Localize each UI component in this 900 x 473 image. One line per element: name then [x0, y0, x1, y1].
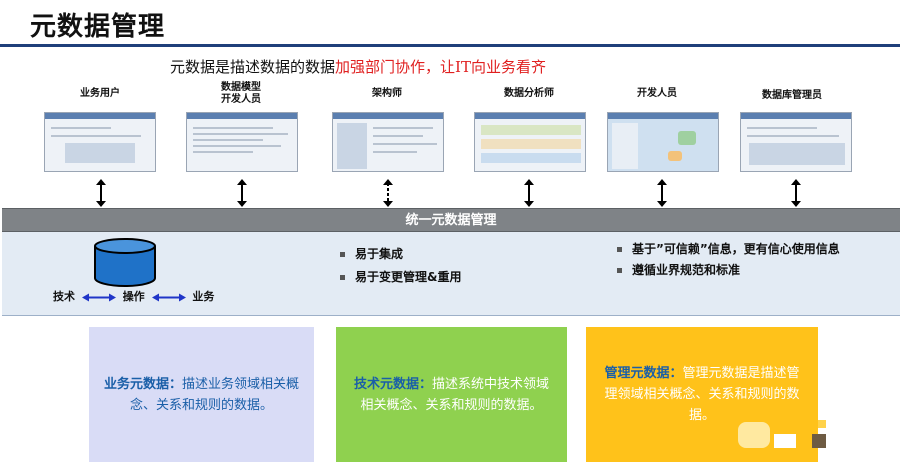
double-arrow-icon — [791, 179, 801, 207]
benefits-list-middle: 易于集成 易于变更管理&重用 — [338, 246, 568, 292]
watermark-block — [774, 434, 796, 448]
database-icon — [94, 238, 156, 287]
screenshot-data-analyst — [474, 112, 586, 172]
flow-business-label: 业务 — [192, 290, 215, 303]
card-keyword: 技术元数据： — [353, 376, 432, 392]
subtitle: 元数据是描述数据的数据加强部门协作，让IT向业务看齐 — [170, 56, 546, 77]
role-label-architect: 架构师 — [372, 88, 402, 99]
benefit-item: 易于集成 — [338, 246, 568, 263]
card-keyword: 业务元数据： — [103, 376, 182, 392]
benefit-item: 基于”可信赖”信息，更有信心使用信息 — [615, 241, 877, 258]
card-keyword: 管理元数据： — [604, 366, 683, 381]
screenshot-developer — [607, 112, 719, 172]
bidirectional-arrow-icon — [81, 293, 116, 301]
role-label-data-analyst: 数据分析师 — [504, 88, 554, 99]
double-arrow-icon — [657, 179, 667, 207]
benefit-item: 易于变更管理&重用 — [338, 269, 568, 286]
screenshot-business-user — [44, 112, 156, 172]
screenshot-dba — [740, 112, 852, 172]
benefit-item: 遵循业界规范和标准 — [615, 262, 877, 279]
double-arrow-icon — [96, 179, 106, 207]
card-text: 管理元数据是描述管理领域相关概念、关系和规则的数据。 — [604, 366, 800, 423]
role-label-dba: 数据库管理员 — [762, 90, 822, 101]
flow-tech-label: 技术 — [53, 290, 75, 303]
role-label-developer: 开发人员 — [637, 88, 677, 99]
unified-metadata-band: 统一元数据管理 — [2, 208, 900, 232]
watermark-block — [812, 434, 826, 448]
screenshot-data-model-developer — [186, 112, 298, 172]
card-text: 描述系统中技术领域相关概念、关系和规则的数据。 — [360, 376, 550, 413]
double-arrow-icon — [237, 179, 247, 207]
watermark-block — [818, 420, 826, 428]
title-underline — [0, 44, 900, 47]
subtitle-plain: 元数据是描述数据的数据 — [170, 58, 336, 76]
card-technical-metadata: 技术元数据：描述系统中技术领域相关概念、关系和规则的数据。 — [336, 327, 567, 462]
flow-operation-label: 操作 — [122, 290, 145, 303]
role-label-business-user: 业务用户 — [80, 88, 120, 99]
subtitle-highlight: 加强部门协作，让IT向业务看齐 — [335, 58, 546, 76]
dashed-double-arrow-icon — [383, 179, 393, 207]
benefits-list-right: 基于”可信赖”信息，更有信心使用信息 遵循业界规范和标准 — [615, 241, 877, 285]
metadata-flow: 技术 操作 业务 — [53, 288, 214, 304]
page-title: 元数据管理 — [30, 12, 166, 42]
watermark-icon — [738, 422, 770, 448]
bidirectional-arrow-icon — [151, 293, 186, 301]
screenshot-architect — [332, 112, 444, 172]
role-label-data-model-developer: 数据模型 开发人员 — [221, 82, 261, 105]
card-business-metadata: 业务元数据：描述业务领域相关概念、关系和规则的数据。 — [89, 327, 314, 462]
card-text: 描述业务领域相关概念、关系和规则的数据。 — [129, 376, 300, 413]
double-arrow-icon — [524, 179, 534, 207]
